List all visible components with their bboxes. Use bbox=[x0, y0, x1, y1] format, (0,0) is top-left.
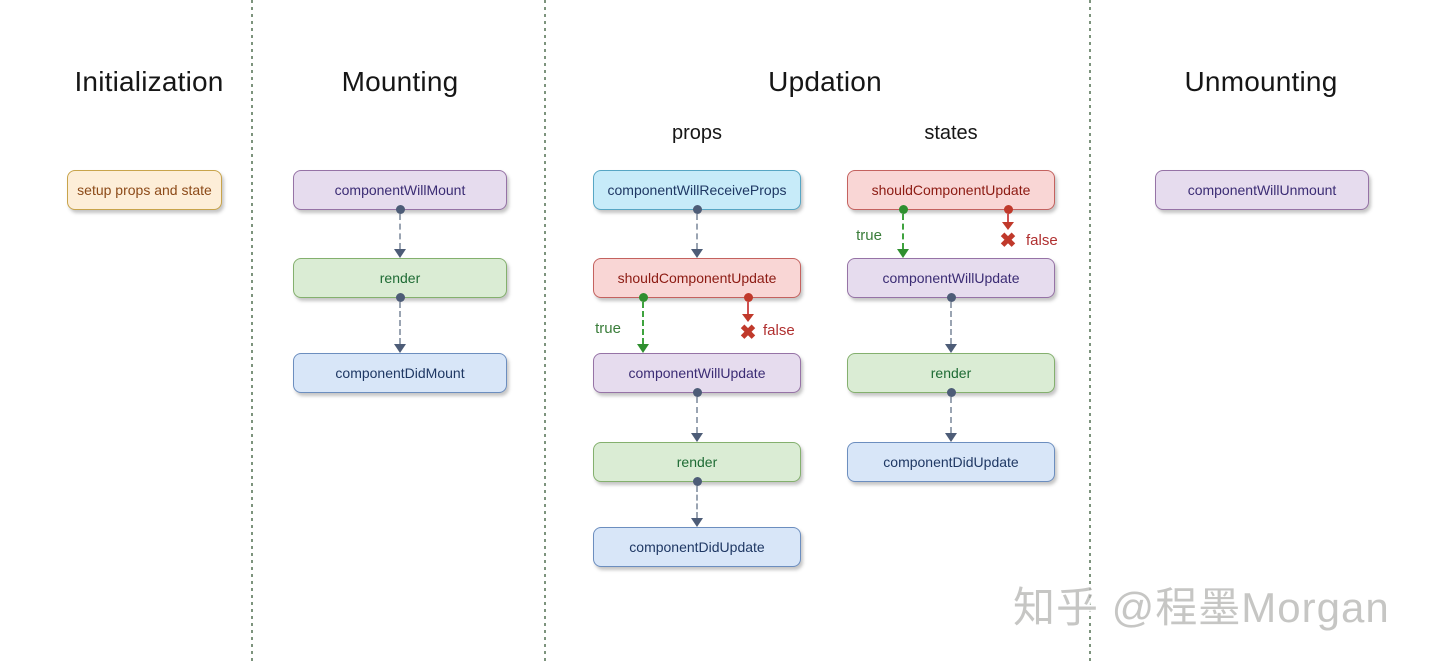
arrow-render-to-did-update-props bbox=[690, 477, 704, 527]
branch-origin-dot bbox=[898, 205, 908, 214]
branch-dashed-line bbox=[747, 302, 749, 314]
node-should-component-update-props: shouldComponentUpdate bbox=[593, 258, 801, 298]
arrow-origin-dot bbox=[395, 205, 405, 214]
subcolumn-header-props: props bbox=[671, 122, 723, 144]
arrow-down-icon bbox=[394, 344, 406, 353]
arrow-render-to-did-mount bbox=[393, 293, 407, 353]
node-component-did-update-props: componentDidUpdate bbox=[593, 527, 801, 567]
branch-true-props bbox=[631, 293, 655, 353]
arrow-down-icon bbox=[1002, 222, 1014, 230]
node-component-did-mount: componentDidMount bbox=[293, 353, 507, 393]
arrow-down-icon bbox=[691, 433, 703, 442]
arrow-origin-dot bbox=[692, 388, 702, 397]
arrow-down-icon bbox=[691, 518, 703, 527]
subcolumn-header-states: states bbox=[924, 122, 978, 144]
node-render-mounting: render bbox=[293, 258, 507, 298]
node-component-did-update-states: componentDidUpdate bbox=[847, 442, 1055, 482]
arrow-down-icon bbox=[897, 249, 909, 258]
node-render-props: render bbox=[593, 442, 801, 482]
arrow-will-update-to-render-states bbox=[944, 293, 958, 353]
arrow-dashed-line bbox=[399, 302, 401, 344]
arrow-down-icon bbox=[945, 433, 957, 442]
label-true-props: true bbox=[595, 320, 621, 337]
arrow-dashed-line bbox=[696, 486, 698, 518]
node-component-will-unmount: componentWillUnmount bbox=[1155, 170, 1369, 210]
arrow-dashed-line bbox=[950, 397, 952, 433]
arrow-dashed-line bbox=[950, 302, 952, 344]
section-title-updation: Updation bbox=[768, 66, 882, 97]
branch-true-states bbox=[891, 205, 915, 258]
node-should-component-update-states: shouldComponentUpdate bbox=[847, 170, 1055, 210]
label-false-states: false bbox=[1026, 232, 1058, 249]
branch-dashed-line bbox=[642, 302, 644, 344]
branch-origin-dot bbox=[638, 293, 648, 302]
label-false-props: false bbox=[763, 322, 795, 339]
branch-false-states: ✖ bbox=[996, 205, 1020, 260]
arrow-origin-dot bbox=[395, 293, 405, 302]
arrow-down-icon bbox=[691, 249, 703, 258]
node-component-will-receive-props: componentWillReceiveProps bbox=[593, 170, 801, 210]
section-title-mounting: Mounting bbox=[341, 66, 459, 97]
arrow-receive-props-to-should-update bbox=[690, 205, 704, 258]
node-component-will-update-states: componentWillUpdate bbox=[847, 258, 1055, 298]
section-title-unmounting: Unmounting bbox=[1184, 66, 1338, 97]
branch-origin-dot bbox=[743, 293, 753, 302]
branch-dashed-line bbox=[1007, 214, 1009, 222]
node-component-will-update-props: componentWillUpdate bbox=[593, 353, 801, 393]
arrow-will-update-to-render-props bbox=[690, 388, 704, 442]
false-x-icon: ✖ bbox=[739, 322, 757, 344]
arrow-dashed-line bbox=[399, 214, 401, 249]
node-setup-props-and-state: setup props and state bbox=[67, 170, 222, 210]
node-component-will-mount: componentWillMount bbox=[293, 170, 507, 210]
section-divider bbox=[544, 0, 546, 665]
arrow-origin-dot bbox=[692, 205, 702, 214]
section-divider bbox=[1089, 0, 1091, 665]
branch-false-props: ✖ bbox=[736, 293, 760, 354]
arrow-origin-dot bbox=[946, 388, 956, 397]
branch-dashed-line bbox=[902, 214, 904, 249]
arrow-render-to-did-update-states bbox=[944, 388, 958, 442]
section-title-initialization: Initialization bbox=[74, 66, 224, 97]
false-x-icon: ✖ bbox=[999, 230, 1017, 252]
branch-origin-dot bbox=[1003, 205, 1013, 214]
section-divider bbox=[251, 0, 253, 665]
arrow-dashed-line bbox=[696, 397, 698, 433]
arrow-down-icon bbox=[742, 314, 754, 322]
watermark-zhihu: 知乎 @程墨Morgan bbox=[1013, 584, 1390, 631]
arrow-down-icon bbox=[637, 344, 649, 353]
arrow-will-mount-to-render bbox=[393, 205, 407, 258]
arrow-down-icon bbox=[394, 249, 406, 258]
arrow-origin-dot bbox=[946, 293, 956, 302]
label-true-states: true bbox=[856, 227, 882, 244]
arrow-origin-dot bbox=[692, 477, 702, 486]
node-render-states: render bbox=[847, 353, 1055, 393]
arrow-dashed-line bbox=[696, 214, 698, 249]
arrow-down-icon bbox=[945, 344, 957, 353]
